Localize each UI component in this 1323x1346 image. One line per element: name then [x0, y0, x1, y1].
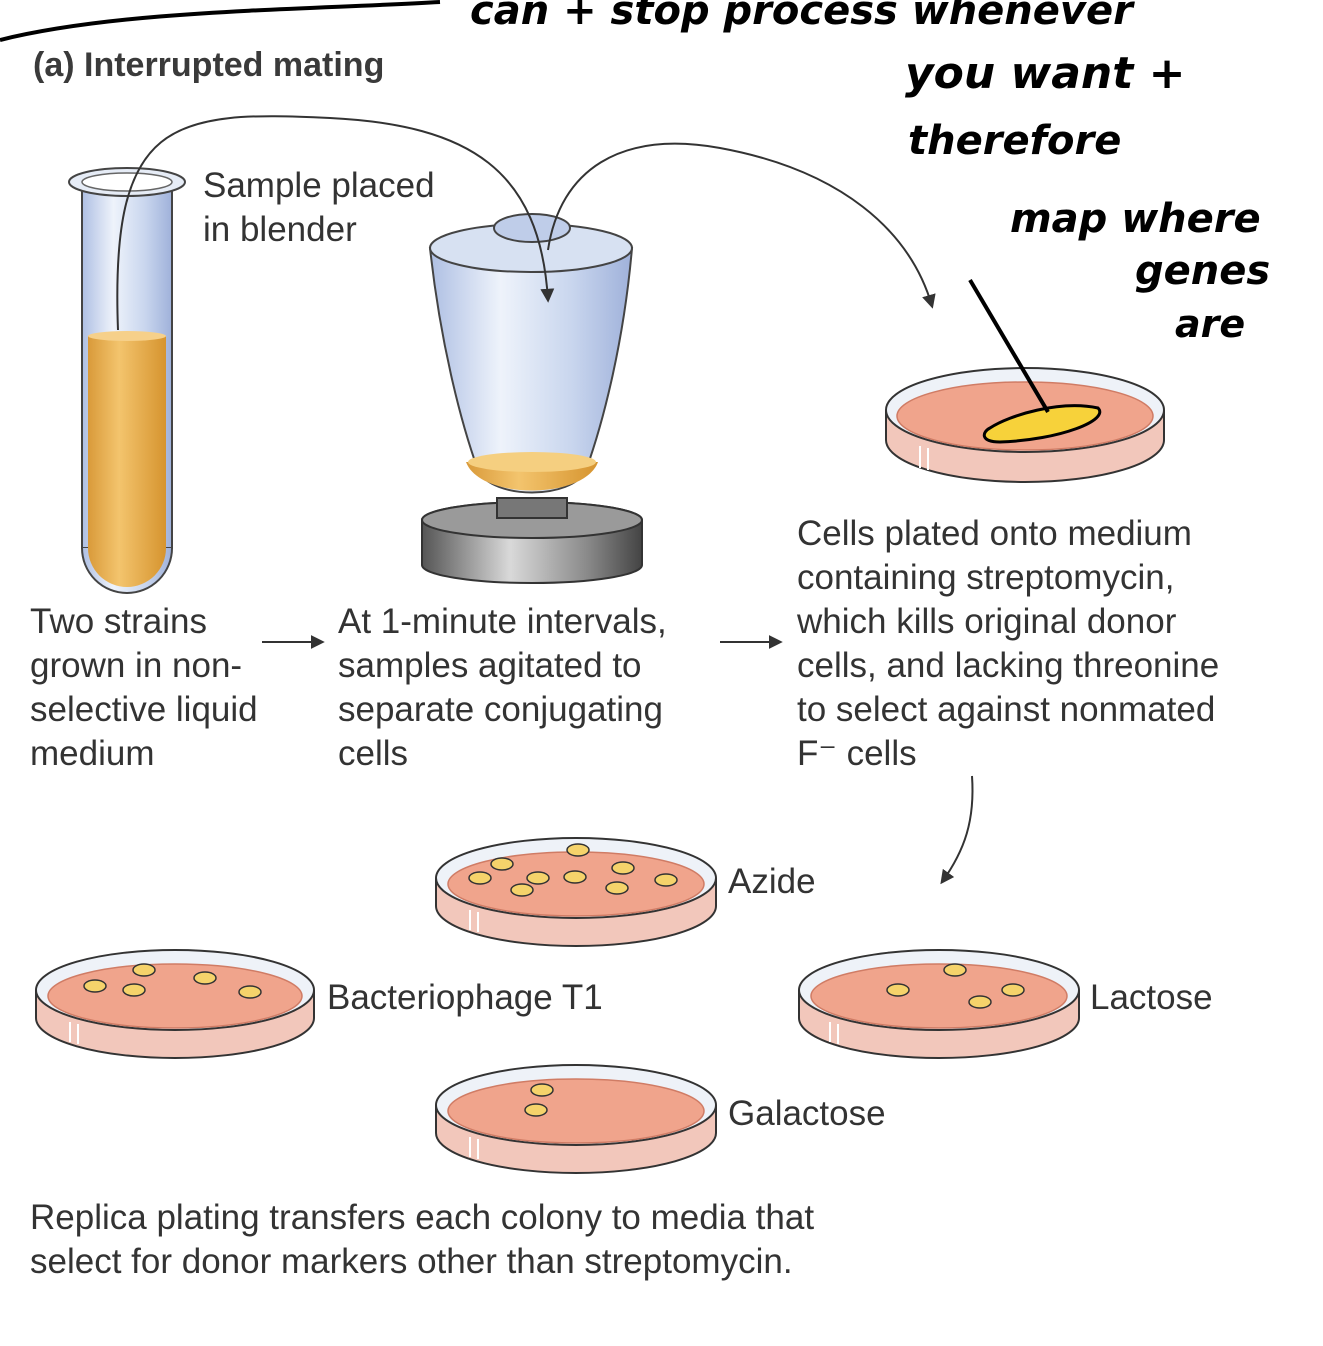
handwriting-stroke: [0, 0, 441, 42]
lactose-colonies: [886, 963, 1025, 1009]
handwriting-line5: genes: [1135, 248, 1271, 294]
figure-title: (a) Interrupted mating: [33, 46, 385, 84]
plate-galactose: [435, 1064, 717, 1174]
handwriting-line4: map where: [1010, 196, 1261, 242]
step-3-line: to select against nonmated: [797, 690, 1216, 729]
arrow-tube-to-blender: [116, 115, 555, 331]
plate-bacteriophage: [35, 949, 315, 1059]
step-2-line: samples agitated to: [338, 646, 642, 685]
bacteriophage-colonies: [83, 963, 262, 999]
callout-sample-placed-line1: Sample placed: [203, 166, 435, 205]
step-1-line: medium: [30, 734, 155, 773]
plate-label-bacteriophage: Bacteriophage T1: [327, 978, 603, 1017]
plate-lactose: [798, 949, 1080, 1059]
step-2-line: cells: [338, 734, 409, 773]
step-2-line: separate conjugating: [338, 690, 663, 729]
blender: [421, 213, 643, 584]
plate-label-azide: Azide: [728, 862, 816, 901]
handwriting-line3: therefore: [908, 118, 1122, 164]
arrow-replica-plating: [940, 775, 974, 885]
step-3-line: Cells plated onto medium: [797, 514, 1192, 553]
handwriting-line2: you want +: [905, 48, 1186, 99]
step-3-line: which kills original donor: [797, 602, 1177, 641]
caption-line: select for donor markers other than stre…: [30, 1242, 793, 1281]
handwriting-top: can + stop process whenever: [470, 0, 1133, 34]
caption-line: Replica plating transfers each colony to…: [30, 1198, 815, 1237]
plate-label-lactose: Lactose: [1090, 978, 1213, 1017]
arrow-blender-to-plate: [547, 142, 936, 309]
step-3-line: cells, and lacking threonine: [797, 646, 1220, 685]
step-1-line: selective liquid: [30, 690, 258, 729]
step-3-line: F⁻ cells: [797, 734, 917, 773]
plate-label-galactose: Galactose: [728, 1094, 886, 1133]
step-2-line: At 1-minute intervals,: [338, 602, 667, 641]
handwriting-line6: are: [1175, 302, 1246, 346]
selection-plate: [885, 278, 1165, 483]
plate-azide: [435, 837, 717, 947]
test-tube: [68, 167, 186, 594]
step-1-line: Two strains: [30, 602, 207, 641]
step-3-line: containing streptomycin,: [797, 558, 1175, 597]
step-1-line: grown in non-: [30, 646, 243, 685]
callout-sample-placed-line2: in blender: [203, 210, 357, 249]
galactose-colonies: [524, 1083, 554, 1117]
azide-colonies: [468, 843, 678, 897]
